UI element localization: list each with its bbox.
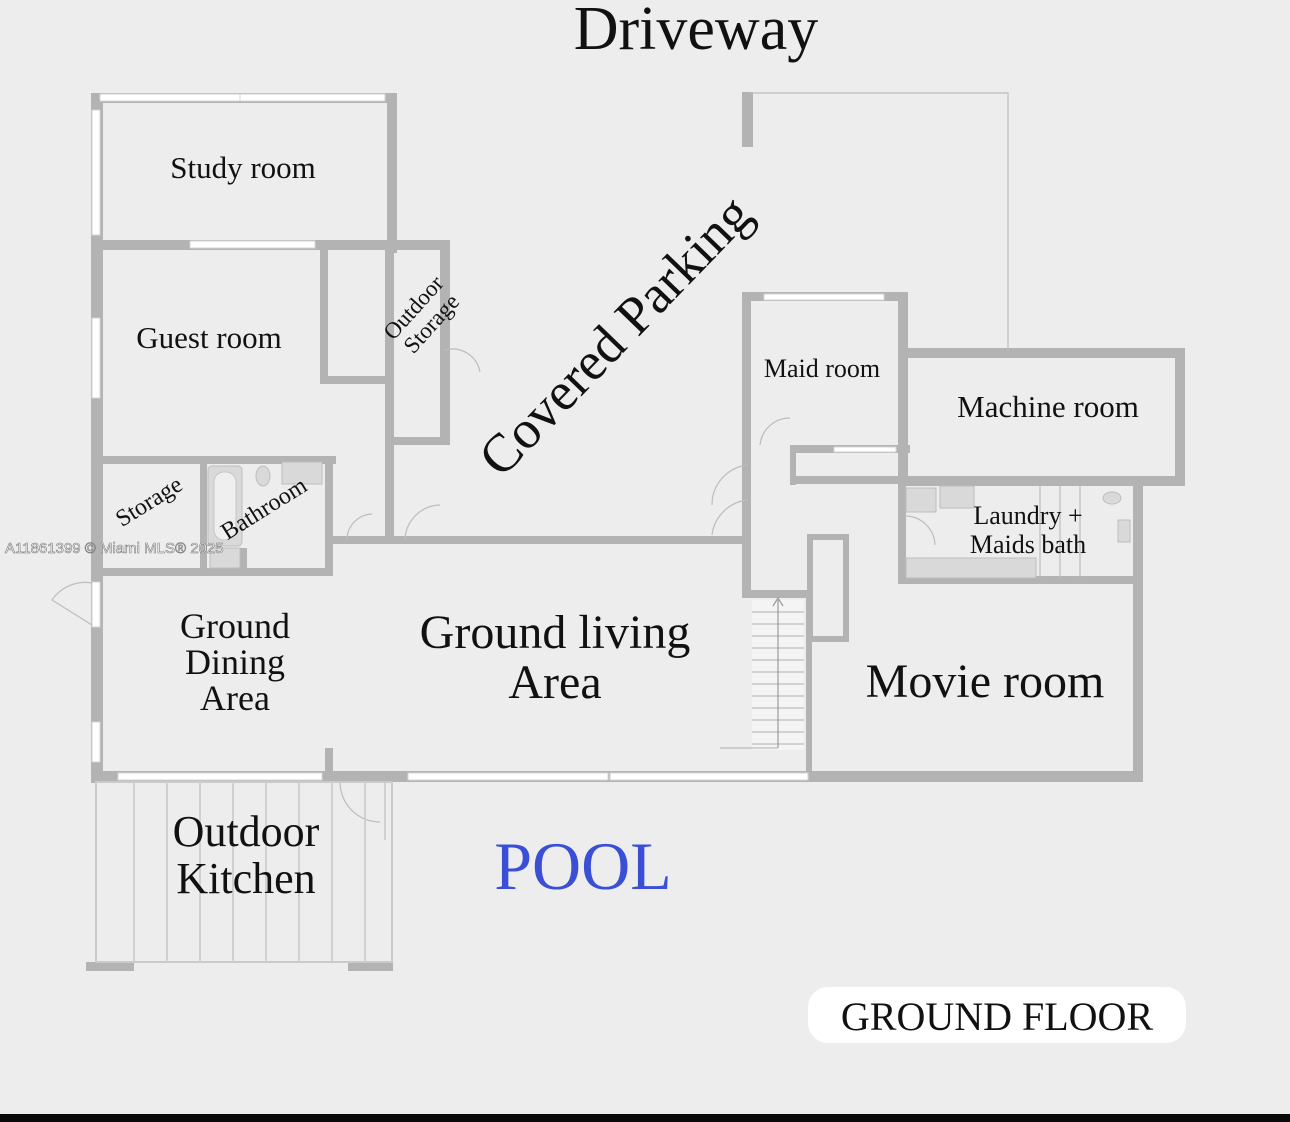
living-label-line1: Ground living bbox=[420, 606, 691, 659]
laundry-label-line1: Laundry + bbox=[973, 501, 1082, 530]
floor-badge-text: GROUND FLOOR bbox=[841, 994, 1154, 1039]
laundry-fixtures bbox=[905, 485, 1131, 579]
covered-parking-label: Covered Parking bbox=[467, 184, 763, 488]
door-swings bbox=[51, 92, 1009, 840]
stairs bbox=[720, 596, 804, 750]
pool-label: POOL bbox=[494, 828, 672, 904]
living-label-line2: Area bbox=[508, 656, 601, 709]
pergola bbox=[95, 781, 393, 963]
mls-watermark: A11861399 © Miami MLS® 2025 bbox=[5, 540, 224, 557]
bottom-bar bbox=[0, 1114, 1290, 1122]
dining-label-line2: Dining bbox=[185, 642, 285, 682]
bathroom-fixtures bbox=[207, 461, 323, 569]
laundry-label-line2: Maids bath bbox=[970, 530, 1086, 559]
guest-room-label: Guest room bbox=[136, 320, 282, 355]
storage-label: Storage bbox=[111, 472, 187, 533]
column bbox=[807, 534, 849, 642]
study-room-label: Study room bbox=[170, 150, 316, 185]
dining-label-line3: Area bbox=[200, 678, 270, 718]
maid-room-label: Maid room bbox=[764, 354, 880, 383]
outdoor-kitchen-label-line2: Kitchen bbox=[176, 854, 315, 903]
windows bbox=[91, 93, 897, 781]
dining-label-line1: Ground bbox=[180, 606, 290, 646]
floor-badge: GROUND FLOOR bbox=[808, 987, 1186, 1043]
movie-room-label: Movie room bbox=[866, 655, 1105, 708]
driveway-label: Driveway bbox=[574, 0, 818, 63]
machine-room-label: Machine room bbox=[957, 389, 1139, 424]
outdoor-kitchen-label-line1: Outdoor bbox=[173, 807, 320, 856]
